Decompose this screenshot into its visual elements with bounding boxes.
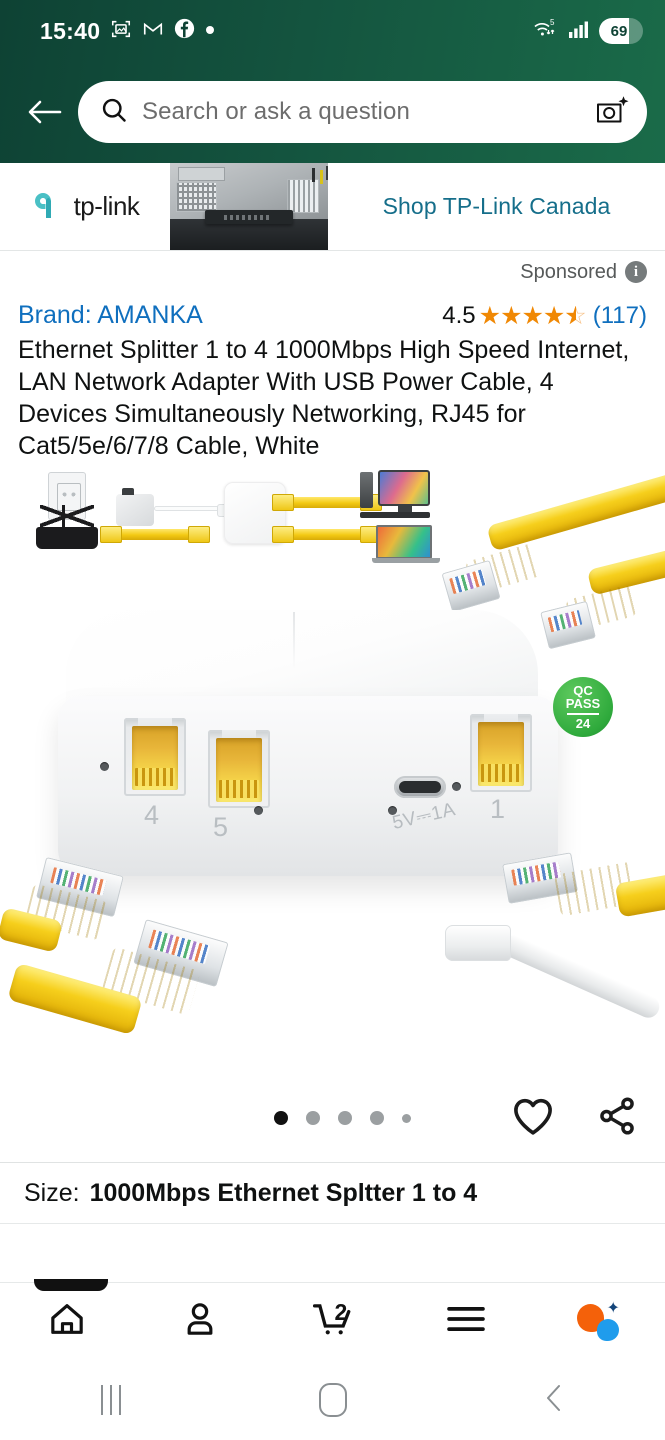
size-value: 1000Mbps Ethernet Spltter 1 to 4 <box>89 1178 478 1207</box>
nav-rufus[interactable]: ✦ <box>532 1283 665 1360</box>
qc-pass-badge: QC PASS 24 <box>553 677 613 737</box>
battery-indicator: 69 <box>599 18 643 44</box>
rating-value: 4.5 <box>442 302 476 329</box>
carousel-dot-3[interactable] <box>338 1111 352 1125</box>
camera-lens-icon[interactable] <box>595 94 629 131</box>
ethernet-cable-bottom-left <box>0 856 310 1052</box>
svg-text:5: 5 <box>550 18 555 27</box>
port-number-4: 4 <box>144 800 160 830</box>
rufus-assistant-icon: ✦ <box>576 1299 621 1342</box>
gmail-icon <box>142 18 164 45</box>
product-image-gallery[interactable]: 4 5 5V⎓1A 1 QC PASS 24 <box>0 462 665 1162</box>
battery-fill <box>599 18 630 44</box>
cart-icon <box>310 1298 356 1345</box>
led-indicator-1 <box>452 782 461 791</box>
system-recents-button[interactable] <box>0 1385 222 1415</box>
status-bar-clock: 15:40 <box>40 17 101 44</box>
status-bar-right: 5 69 <box>533 17 643 46</box>
led-indicator-5 <box>254 806 263 815</box>
heart-icon[interactable] <box>511 1096 555 1141</box>
system-back-button[interactable] <box>443 1381 665 1420</box>
gallery-controls <box>0 1088 665 1148</box>
system-home-button[interactable] <box>222 1383 444 1417</box>
nav-menu[interactable] <box>399 1283 532 1360</box>
person-icon <box>179 1299 221 1344</box>
rj45-port-1 <box>470 714 532 792</box>
carousel-dot-4[interactable] <box>370 1111 384 1125</box>
screenshot-icon <box>110 18 132 45</box>
size-label: Size: <box>24 1178 80 1207</box>
qc-line-3: 24 <box>575 715 591 731</box>
power-rating-label: 5V⎓1A <box>390 799 458 834</box>
brand-link[interactable]: Brand: AMANKA <box>18 301 203 329</box>
hamburger-menu-icon <box>444 1301 488 1342</box>
share-icon[interactable] <box>595 1095 639 1142</box>
rating-count[interactable]: (117) <box>592 302 647 329</box>
gallery-actions <box>511 1095 639 1142</box>
product-info: Brand: AMANKA 4.5 ★★★★ ☆★ (117) Ethernet… <box>0 293 665 462</box>
product-title: Ethernet Splitter 1 to 4 1000Mbps High S… <box>18 336 630 460</box>
battery-percent: 69 <box>610 22 628 40</box>
led-indicator-4 <box>100 762 109 771</box>
nav-account[interactable] <box>133 1283 266 1360</box>
port-number-5: 5 <box>213 812 229 842</box>
rating-block[interactable]: 4.5 ★★★★ ☆★ (117) <box>442 302 647 330</box>
led-indicator-power <box>388 806 397 815</box>
android-system-nav <box>0 1360 665 1440</box>
half-star-icon: ☆★ <box>564 301 587 330</box>
cart-badge-count: 2 <box>334 1299 348 1325</box>
usb-c-power-port <box>394 776 446 798</box>
app-header: 15:40 <box>0 0 665 163</box>
sponsored-label-row: Sponsored i <box>0 251 665 293</box>
brand-and-rating-row: Brand: AMANKA 4.5 ★★★★ ☆★ (117) <box>18 301 647 330</box>
connection-diagram-illustration <box>28 470 448 570</box>
back-chevron-icon <box>540 1381 568 1420</box>
ad-product-photo <box>170 163 328 250</box>
search-input[interactable]: Search or ask a question <box>142 98 410 125</box>
device-front-face: 4 5 5V⎓1A 1 <box>58 696 558 876</box>
facebook-icon <box>174 18 195 44</box>
scroll-indicator-pill <box>34 1279 108 1291</box>
nav-home[interactable] <box>0 1283 133 1360</box>
tp-link-mark <box>34 192 51 218</box>
sponsored-text: Sponsored <box>520 260 617 283</box>
carousel-dot-1[interactable] <box>274 1111 288 1125</box>
rj45-port-4 <box>124 718 186 796</box>
qc-line-2: PASS <box>565 696 601 712</box>
qc-line-1: QC <box>573 682 593 698</box>
search-bar[interactable]: Search or ask a question <box>78 81 647 143</box>
port-number-1: 1 <box>490 794 506 824</box>
wifi-5-icon: 5 <box>533 17 561 46</box>
sponsored-ad-banner[interactable]: tp-link Shop TP-Link Canada <box>0 163 665 251</box>
search-row: Search or ask a question <box>0 62 665 162</box>
tp-link-logo: tp-link <box>0 163 170 250</box>
android-status-bar: 15:40 <box>0 0 665 62</box>
nav-cart[interactable]: 2 <box>266 1283 399 1360</box>
home-icon <box>46 1299 88 1344</box>
cellular-signal-icon <box>568 18 592 45</box>
home-circle-icon <box>318 1383 347 1417</box>
bottom-navigation-bar: 2 ✦ <box>0 1279 665 1360</box>
carousel-dots[interactable] <box>274 1111 411 1125</box>
rj45-port-5 <box>208 730 270 808</box>
ethernet-splitter-device: 4 5 5V⎓1A 1 QC PASS 24 <box>58 610 613 892</box>
carousel-dot-2[interactable] <box>306 1111 320 1125</box>
carousel-dot-5[interactable] <box>402 1113 411 1123</box>
usb-c-cable <box>445 917 663 1047</box>
recents-icon <box>100 1385 121 1415</box>
info-icon[interactable]: i <box>625 261 647 283</box>
search-icon <box>100 96 128 129</box>
status-bar-left: 15:40 <box>40 18 215 45</box>
size-selector-row[interactable]: Size: 1000Mbps Ethernet Spltter 1 to 4 <box>0 1162 665 1224</box>
tp-link-wordmark: tp-link <box>73 191 140 221</box>
ad-cta-link[interactable]: Shop TP-Link Canada <box>382 193 611 219</box>
sparkle-icon: ✦ <box>606 1299 620 1317</box>
back-button[interactable] <box>16 83 74 141</box>
notification-dot-icon <box>205 22 215 40</box>
star-rating: ★★★★ ☆★ <box>478 301 587 330</box>
